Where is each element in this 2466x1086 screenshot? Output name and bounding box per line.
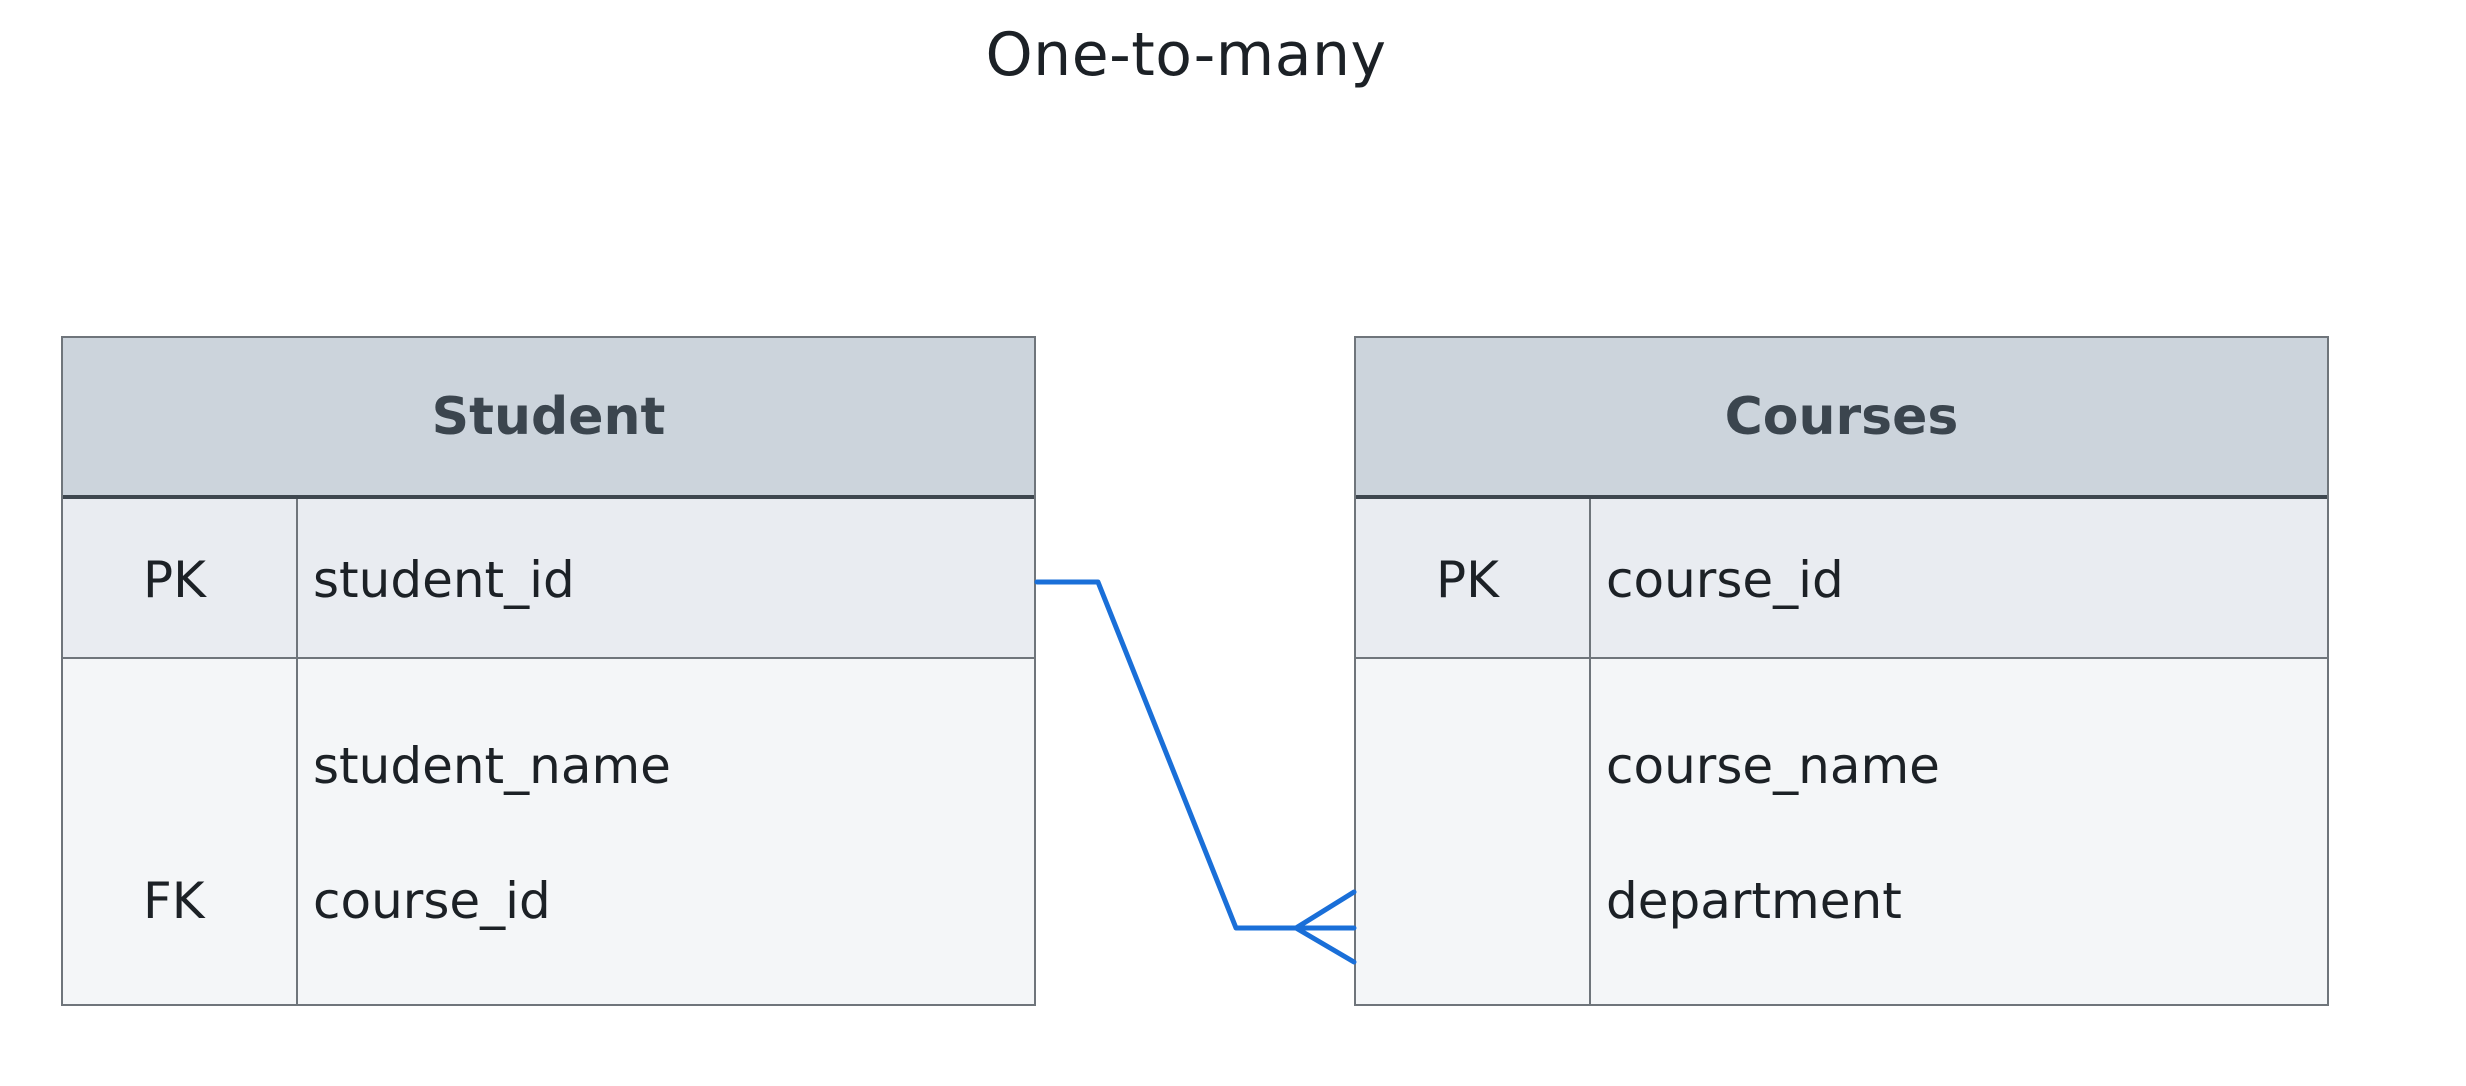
entity-student-column-divider — [296, 499, 298, 1004]
student-pk-key: PK — [143, 551, 206, 609]
courses-pk-key: PK — [1436, 551, 1499, 609]
entity-student-pk-row — [63, 499, 1034, 659]
student-attr-2-key: FK — [143, 872, 205, 930]
student-attr-2-field: course_id — [313, 872, 551, 930]
relationship-line — [1034, 579, 1299, 931]
diagram-title: One-to-many — [985, 20, 1387, 90]
entity-courses-name: Courses — [1724, 386, 1959, 447]
entity-student-header: Student — [63, 338, 1034, 499]
courses-pk-field: course_id — [1606, 551, 1844, 609]
entity-courses-pk-row — [1356, 499, 2327, 659]
entity-courses: Courses PK course_id course_name departm… — [1354, 336, 2329, 1006]
entity-courses-header: Courses — [1356, 338, 2327, 499]
crows-foot-upper-prong — [1293, 889, 1357, 931]
student-pk-field: student_id — [313, 551, 575, 609]
entity-student-name: Student — [431, 386, 666, 447]
crows-foot-lower-prong — [1293, 925, 1357, 965]
entity-student: Student PK student_id student_name FK co… — [61, 336, 1036, 1006]
entity-courses-column-divider — [1589, 499, 1591, 1004]
student-attr-1-field: student_name — [313, 737, 671, 795]
courses-attr-2-field: department — [1606, 872, 1902, 930]
courses-attr-1-field: course_name — [1606, 737, 1940, 795]
